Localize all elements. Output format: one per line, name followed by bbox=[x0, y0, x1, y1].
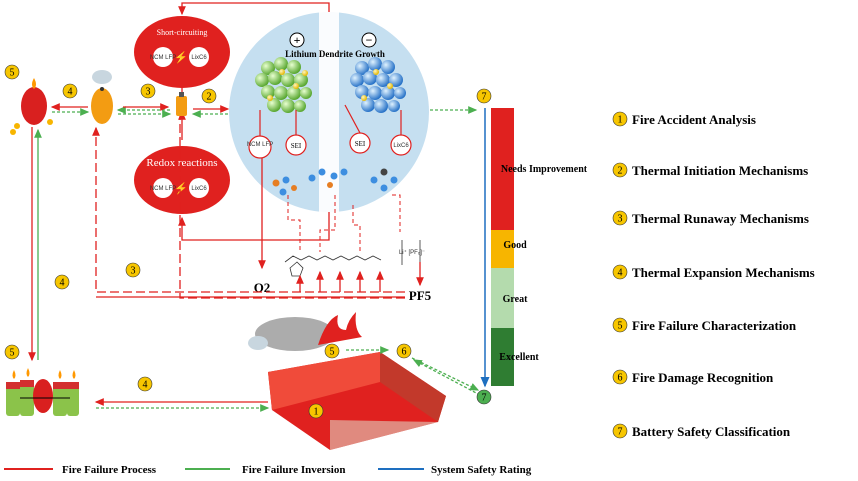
arrow-green bbox=[411, 357, 480, 391]
legend-label: Fire Failure Process bbox=[62, 464, 157, 476]
rating-red bbox=[491, 108, 514, 230]
svg-text:7: 7 bbox=[482, 393, 487, 404]
rating-great: Great bbox=[503, 294, 528, 305]
lixc-circle bbox=[189, 178, 209, 198]
safety-rating-bar bbox=[491, 108, 514, 386]
svg-text:4: 4 bbox=[60, 278, 65, 289]
svg-text:4: 4 bbox=[143, 380, 148, 391]
step-list: 1 Fire Accident Analysis 2 Thermal Initi… bbox=[612, 111, 815, 439]
list-badge bbox=[612, 162, 628, 178]
rating-excellent: Excellent bbox=[499, 352, 539, 363]
dashed-link bbox=[392, 194, 401, 232]
arrow-red bbox=[178, 2, 330, 16]
minus-sign: − bbox=[366, 33, 373, 47]
rating-needs-improvement: Needs Improvement bbox=[501, 164, 588, 175]
list-item: Thermal Expansion Mechanisms bbox=[632, 265, 815, 280]
svg-text:5: 5 bbox=[10, 68, 15, 79]
svg-text:6: 6 bbox=[402, 347, 407, 358]
list-badge bbox=[612, 111, 628, 127]
svg-text:2: 2 bbox=[618, 166, 623, 177]
separator-band bbox=[319, 12, 339, 212]
electrolyte-molecules bbox=[272, 168, 398, 196]
electrolyte-formula bbox=[284, 240, 421, 277]
plus-sign: + bbox=[294, 33, 301, 47]
link-line bbox=[344, 104, 361, 134]
lightning-icon: ⚡ bbox=[174, 182, 188, 195]
list-item: Thermal Runaway Mechanisms bbox=[632, 211, 809, 226]
anode-particles bbox=[350, 57, 406, 113]
legend-label: System Safety Rating bbox=[431, 464, 532, 476]
dashed-link bbox=[352, 205, 361, 252]
rating-lightgreen bbox=[491, 268, 514, 328]
dashed-link bbox=[319, 195, 336, 252]
swelling-battery-icon bbox=[91, 70, 113, 124]
svg-text:7: 7 bbox=[482, 92, 487, 103]
lightning-icon: ⚡ bbox=[174, 51, 188, 64]
lixc-label: LixC6 bbox=[191, 55, 207, 61]
list-badge bbox=[612, 317, 628, 333]
dendrite-label: Lithium Dendrite Growth bbox=[285, 49, 385, 59]
lixc-label-2: LixC6 bbox=[191, 186, 207, 192]
lixc-small-label: LixC6 bbox=[393, 143, 409, 149]
sei-right-label: SEI bbox=[355, 140, 366, 148]
list-item: Fire Damage Recognition bbox=[632, 370, 774, 385]
rating-good: Good bbox=[503, 240, 527, 251]
svg-text:1: 1 bbox=[618, 115, 623, 126]
pf5-label: PF5 bbox=[409, 288, 432, 303]
o2-label: O2 bbox=[254, 280, 271, 295]
svg-text:5: 5 bbox=[618, 321, 623, 332]
legend-label: Fire Failure Inversion bbox=[242, 464, 345, 476]
negative-terminal-icon bbox=[361, 32, 377, 48]
battery-module-icon bbox=[248, 312, 446, 450]
svg-text:5: 5 bbox=[330, 347, 335, 358]
svg-text:4: 4 bbox=[618, 268, 623, 279]
battery-pack-icon bbox=[6, 368, 79, 416]
gas-arrows bbox=[296, 270, 384, 292]
ncm-label: NCM LFP bbox=[150, 55, 176, 61]
lixc-circle bbox=[189, 47, 209, 67]
list-item: Fire Failure Characterization bbox=[632, 318, 797, 333]
redox-ellipse bbox=[134, 146, 230, 214]
svg-text:6: 6 bbox=[618, 373, 623, 384]
list-badge bbox=[612, 264, 628, 280]
cell-icon bbox=[176, 92, 187, 116]
lipf6-label: Li⁺ [PF₆]⁻ bbox=[399, 249, 425, 256]
svg-text:3: 3 bbox=[618, 214, 623, 225]
burning-battery-icon bbox=[10, 78, 53, 135]
list-item: Fire Accident Analysis bbox=[632, 112, 756, 127]
rating-darkgreen bbox=[491, 328, 514, 386]
ncm-circle bbox=[153, 47, 173, 67]
ncm-label-2: NCM LFP bbox=[150, 186, 176, 192]
short-circuit-label: Short-circuiting bbox=[157, 28, 208, 37]
sei-left-label: SEI bbox=[291, 142, 302, 150]
cathode-particles bbox=[255, 57, 312, 113]
svg-text:5: 5 bbox=[10, 348, 15, 359]
svg-text:3: 3 bbox=[146, 87, 151, 98]
svg-text:7: 7 bbox=[618, 427, 623, 438]
short-circuit-ellipse bbox=[134, 16, 230, 88]
list-badge bbox=[612, 210, 628, 226]
positive-terminal-icon bbox=[289, 32, 305, 48]
ncm-small-label: NCM LFP bbox=[247, 142, 273, 148]
svg-text:3: 3 bbox=[131, 266, 136, 277]
legend: Fire Failure Process Fire Failure Invers… bbox=[4, 464, 532, 476]
redox-label: Redox reactions bbox=[146, 157, 217, 169]
svg-text:2: 2 bbox=[207, 92, 212, 103]
arrow-red bbox=[178, 212, 330, 241]
dashed-link bbox=[287, 195, 301, 252]
list-badge bbox=[612, 423, 628, 439]
arrow-red-dashed bbox=[92, 126, 405, 293]
arrow-green bbox=[412, 359, 481, 396]
list-item: Battery Safety Classification bbox=[632, 424, 791, 439]
ncm-circle bbox=[153, 178, 173, 198]
rating-yellow bbox=[491, 230, 514, 268]
list-item: Thermal Initiation Mechanisms bbox=[632, 163, 808, 178]
svg-text:1: 1 bbox=[314, 407, 319, 418]
step-badges: 5 4 3 2 3 4 5 4 5 6 1 7 7 bbox=[4, 64, 492, 419]
svg-text:4: 4 bbox=[68, 87, 73, 98]
list-badge bbox=[612, 369, 628, 385]
